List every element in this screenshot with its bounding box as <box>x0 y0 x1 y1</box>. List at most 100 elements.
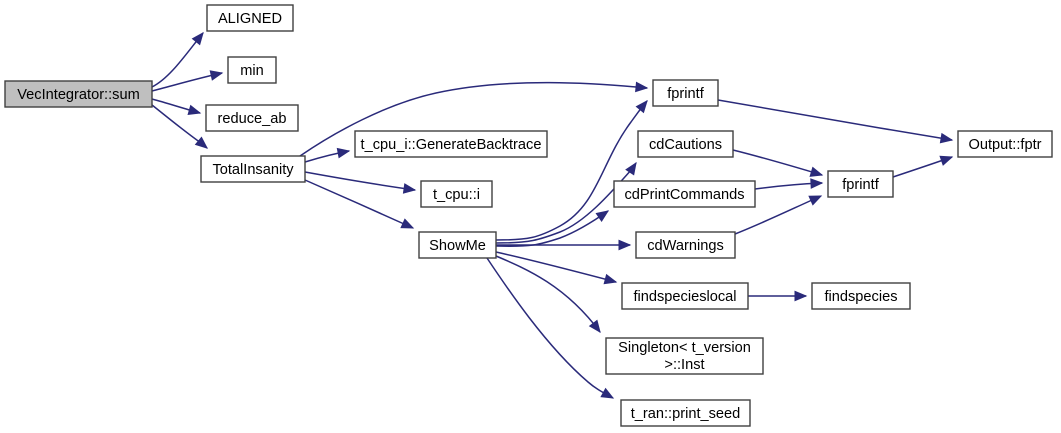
arrowhead <box>400 218 415 229</box>
arrowhead <box>635 81 649 93</box>
node-box[interactable] <box>637 130 734 158</box>
edges-layer <box>151 31 954 399</box>
edge-vecintegrator_sum-to-totalinsanity <box>151 104 208 149</box>
arrowhead <box>939 132 954 144</box>
node-fprintf_top[interactable]: fprintf <box>652 79 719 107</box>
arrowhead <box>603 273 618 285</box>
node-label: min <box>240 63 264 79</box>
edge-line <box>732 149 823 176</box>
node-box[interactable] <box>420 180 493 208</box>
node-label: t_cpu::i <box>433 187 480 203</box>
node-t_ran_print_seed[interactable]: t_ran::print_seed <box>620 399 751 427</box>
node-t_cpu_i[interactable]: t_cpu::i <box>420 180 493 208</box>
node-fprintf_mid[interactable]: fprintf <box>827 170 894 198</box>
arrowhead <box>194 136 208 149</box>
node-box[interactable] <box>354 130 548 158</box>
node-label: Singleton< t_version>::Inst <box>618 340 751 373</box>
node-label: fprintf <box>667 86 704 102</box>
node-box[interactable] <box>613 180 756 208</box>
arrowhead <box>625 161 637 176</box>
node-box[interactable] <box>635 231 736 259</box>
edge-line <box>495 100 648 241</box>
node-output_fptr[interactable]: Output::fptr <box>957 130 1053 158</box>
edge-totalinsanity-to-showme <box>304 179 415 229</box>
node-box[interactable] <box>652 79 719 107</box>
arrowhead <box>336 147 351 159</box>
arrowhead <box>810 178 824 189</box>
node-box[interactable] <box>621 282 749 310</box>
node-reduce_ab[interactable]: reduce_ab <box>205 104 299 132</box>
node-showme[interactable]: ShowMe <box>418 231 497 259</box>
edge-totalinsanity-to-fprintf_top <box>299 81 649 157</box>
node-box[interactable] <box>418 231 497 259</box>
edge-findspecieslocal-to-findspecies <box>748 290 808 302</box>
node-label: VecIntegrator::sum <box>17 87 140 103</box>
node-label: cdWarnings <box>647 238 724 254</box>
node-totalinsanity[interactable]: TotalInsanity <box>200 155 306 183</box>
node-label: TotalInsanity <box>212 162 294 178</box>
edge-showme-to-cdprintcommands <box>495 210 610 247</box>
node-box[interactable] <box>620 399 751 427</box>
arrowhead <box>191 31 204 46</box>
arrowhead <box>635 100 648 114</box>
node-label: findspecieslocal <box>633 289 736 305</box>
edge-cdprintcommands-to-fprintf_mid <box>754 178 824 190</box>
node-singleton_inst[interactable]: Singleton< t_version>::Inst <box>605 337 764 375</box>
node-box[interactable] <box>811 282 911 310</box>
arrowhead <box>402 183 417 194</box>
edge-line <box>495 251 617 283</box>
node-aligned[interactable]: ALIGNED <box>206 4 294 32</box>
edge-vecintegrator_sum-to-min <box>151 70 224 92</box>
node-label: findspecies <box>824 289 897 305</box>
arrowhead <box>939 155 954 166</box>
node-box[interactable] <box>957 130 1053 158</box>
edge-vecintegrator_sum-to-reduce_ab <box>151 98 202 116</box>
edge-line <box>304 171 416 191</box>
node-box[interactable] <box>206 4 294 32</box>
node-cdwarnings[interactable]: cdWarnings <box>635 231 736 259</box>
edge-totalinsanity-to-t_cpu_i <box>304 171 417 194</box>
node-label: ShowMe <box>429 238 486 254</box>
node-vecintegrator_sum[interactable]: VecIntegrator::sum <box>4 80 153 108</box>
node-label: cdCautions <box>649 137 722 153</box>
node-box[interactable] <box>605 337 764 375</box>
arrowhead <box>808 195 823 206</box>
arrowhead <box>187 104 202 116</box>
node-cdprintcommands[interactable]: cdPrintCommands <box>613 180 756 208</box>
edge-line <box>717 99 953 141</box>
node-label: fprintf <box>842 177 879 193</box>
arrowhead <box>595 210 610 222</box>
node-findspecies[interactable]: findspecies <box>811 282 911 310</box>
edge-cdcautions-to-fprintf_mid <box>732 149 824 177</box>
edge-line <box>486 257 614 399</box>
edge-showme-to-t_ran_print_seed <box>486 257 615 399</box>
node-label: ALIGNED <box>218 11 282 27</box>
edge-fprintf_top-to-output_fptr <box>717 99 954 144</box>
node-box[interactable] <box>4 80 153 108</box>
node-label: reduce_ab <box>218 111 287 127</box>
arrowhead <box>209 70 224 81</box>
node-box[interactable] <box>205 104 299 132</box>
node-findspecieslocal[interactable]: findspecieslocal <box>621 282 749 310</box>
node-label: Output::fptr <box>968 137 1041 153</box>
node-label: t_ran::print_seed <box>631 406 741 422</box>
node-box[interactable] <box>200 155 306 183</box>
node-box[interactable] <box>227 56 277 84</box>
node-min[interactable]: min <box>227 56 277 84</box>
edge-line <box>495 210 609 247</box>
node-label: cdPrintCommands <box>624 187 744 203</box>
node-generatebacktrace[interactable]: t_cpu_i::GenerateBacktrace <box>354 130 548 158</box>
edge-showme-to-cdwarnings <box>496 239 632 251</box>
edge-showme-to-singleton_inst <box>495 255 601 334</box>
edge-fprintf_mid-to-output_fptr <box>892 155 954 178</box>
node-box[interactable] <box>827 170 894 198</box>
edge-line <box>299 81 648 157</box>
edge-cdwarnings-to-fprintf_mid <box>734 195 823 235</box>
node-cdcautions[interactable]: cdCautions <box>637 130 734 158</box>
edge-showme-to-findspecieslocal <box>495 251 618 285</box>
nodes-layer: VecIntegrator::sum ALIGNEDminreduce_abTot… <box>4 4 1053 427</box>
node-label: t_cpu_i::GenerateBacktrace <box>361 137 542 153</box>
edge-totalinsanity-to-generatebacktrace <box>304 147 351 163</box>
